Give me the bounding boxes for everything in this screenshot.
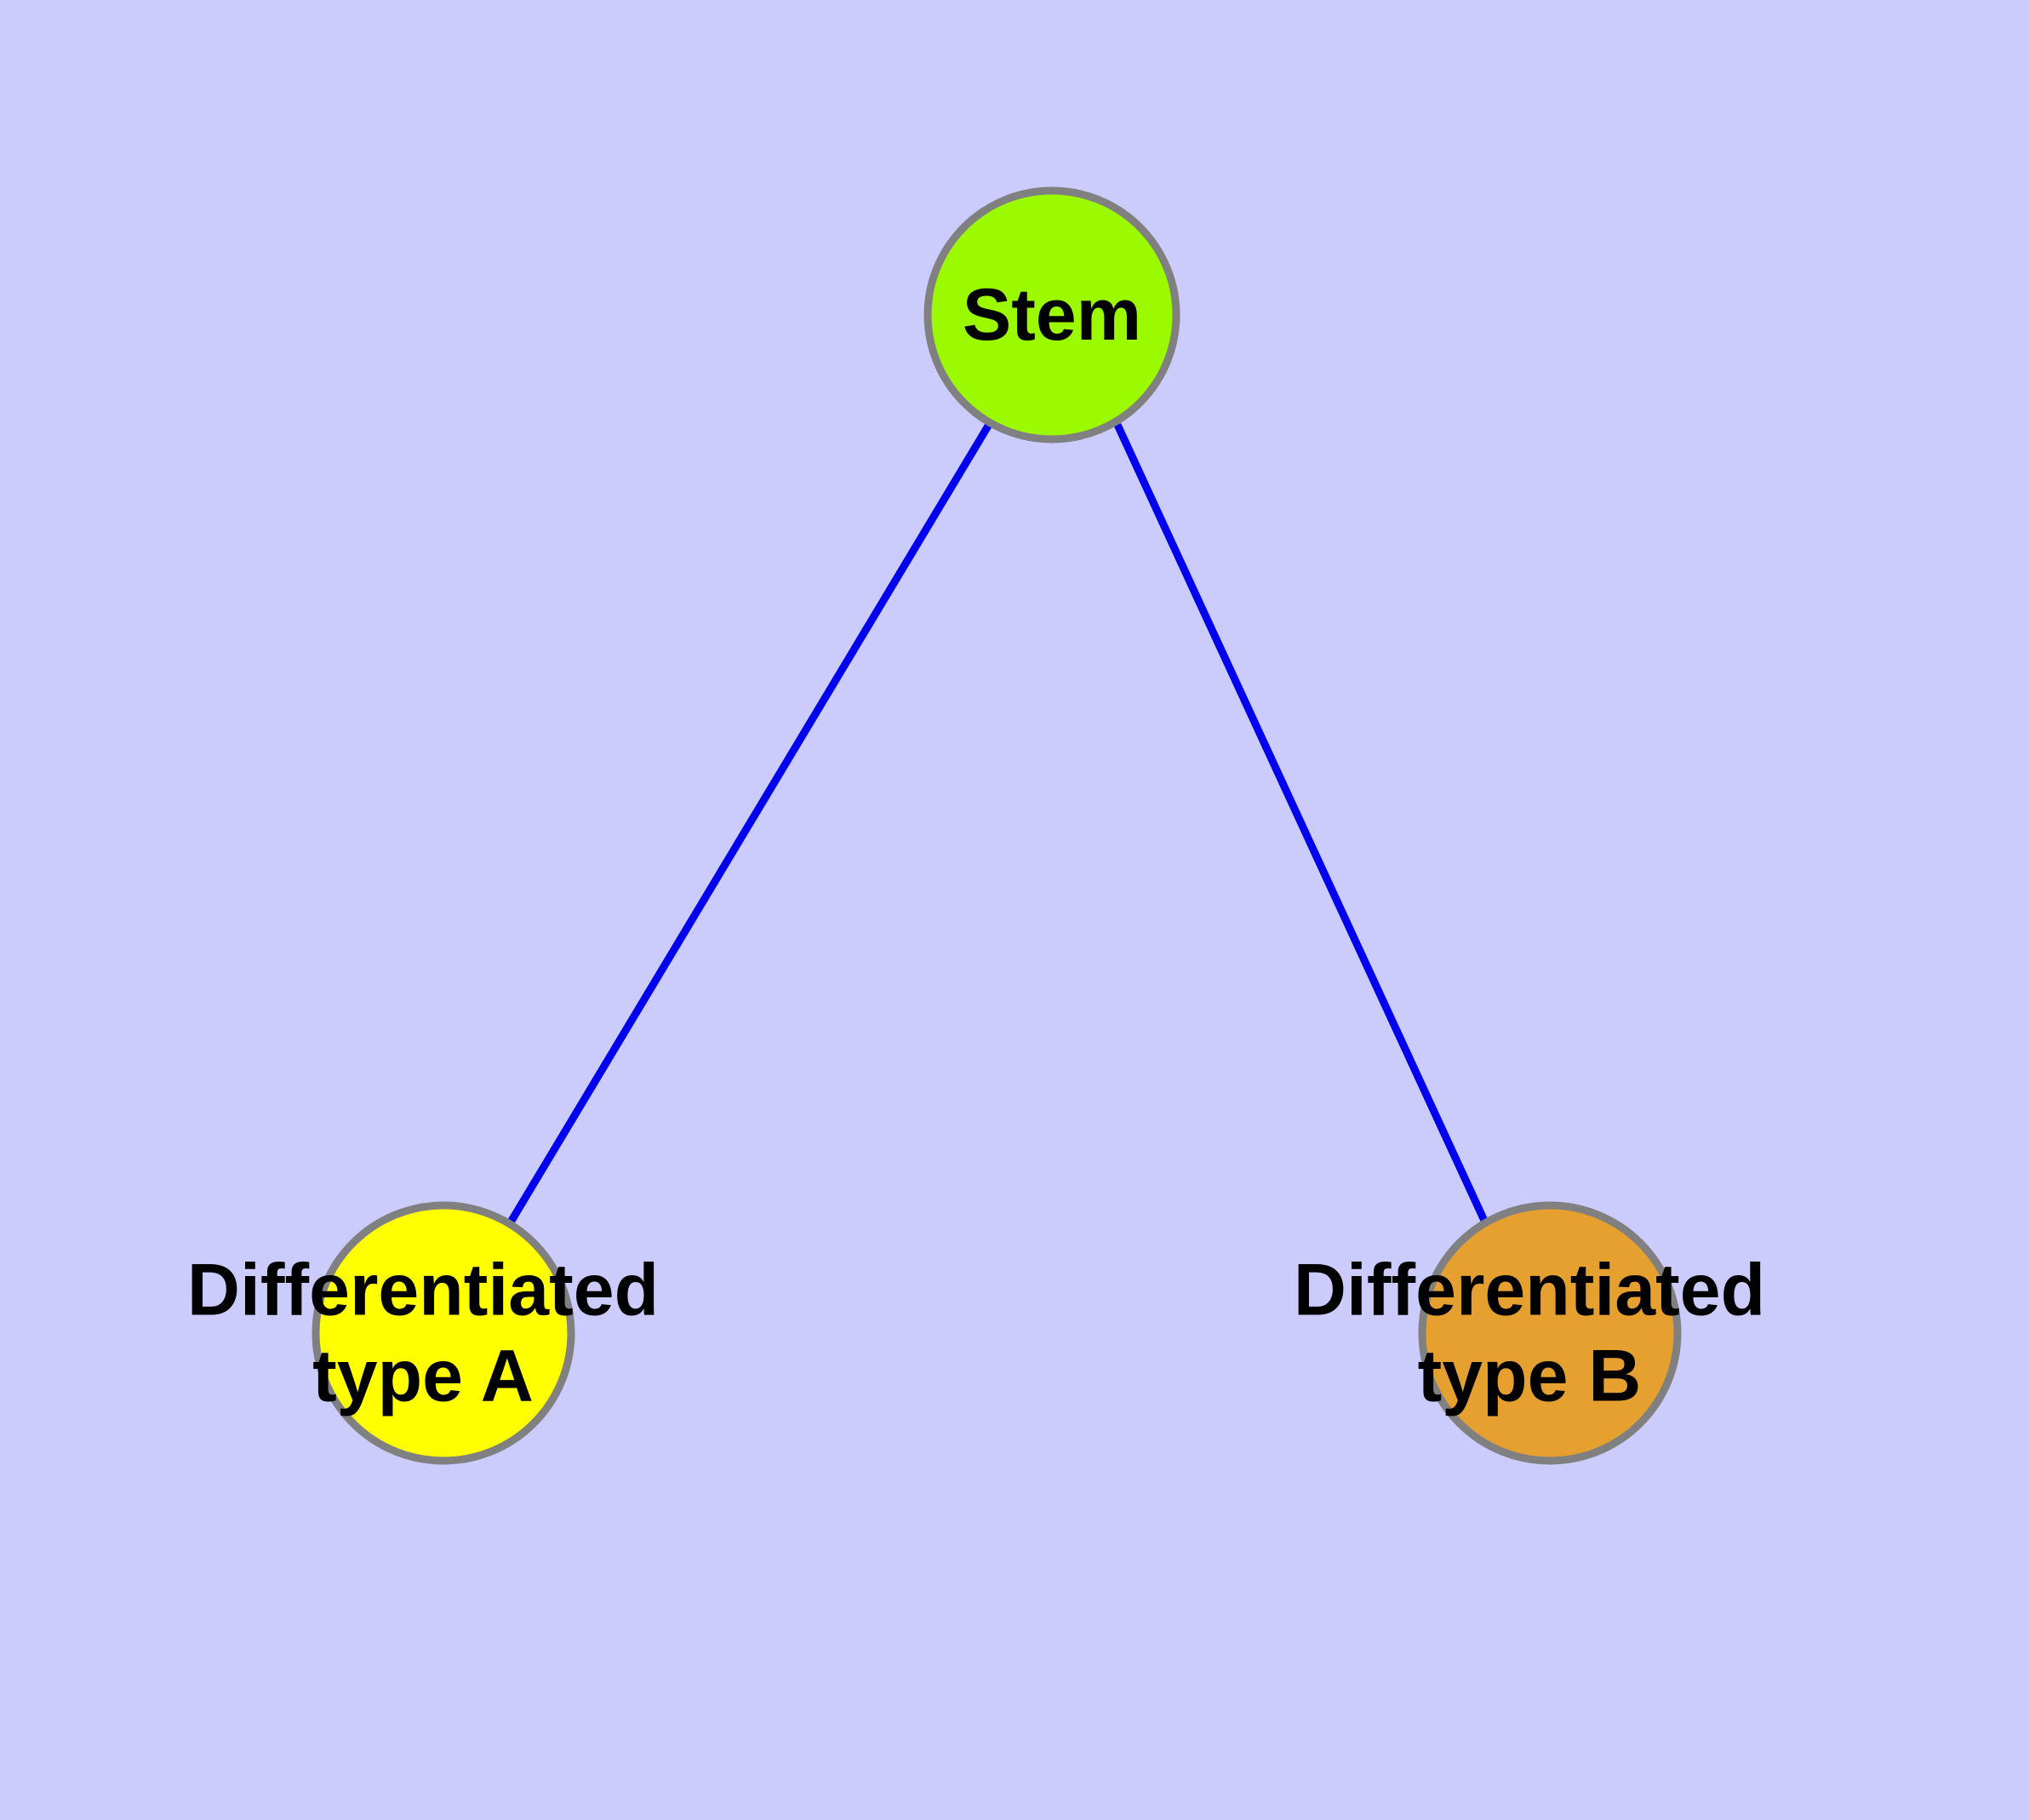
edge-stem-to-differentiated-type-b[interactable] [1113,423,1489,1224]
edge-stem-to-differentiated-type-a[interactable] [508,421,993,1223]
node-label-line: Stem [963,274,1141,356]
edges-layer [508,421,1489,1224]
node-differentiated-type-a[interactable] [311,1201,575,1465]
node-label-stem: Stem [963,274,1141,356]
node-label-line: Differentiated [1294,1250,1765,1331]
node-differentiated-type-b[interactable] [1418,1201,1682,1465]
node-label-line: type A [312,1336,534,1417]
node-label-line: type B [1418,1336,1642,1417]
node-label-line: Differentiated [187,1250,659,1331]
node-stem[interactable] [923,186,1180,444]
nodes-layer [311,186,1682,1465]
